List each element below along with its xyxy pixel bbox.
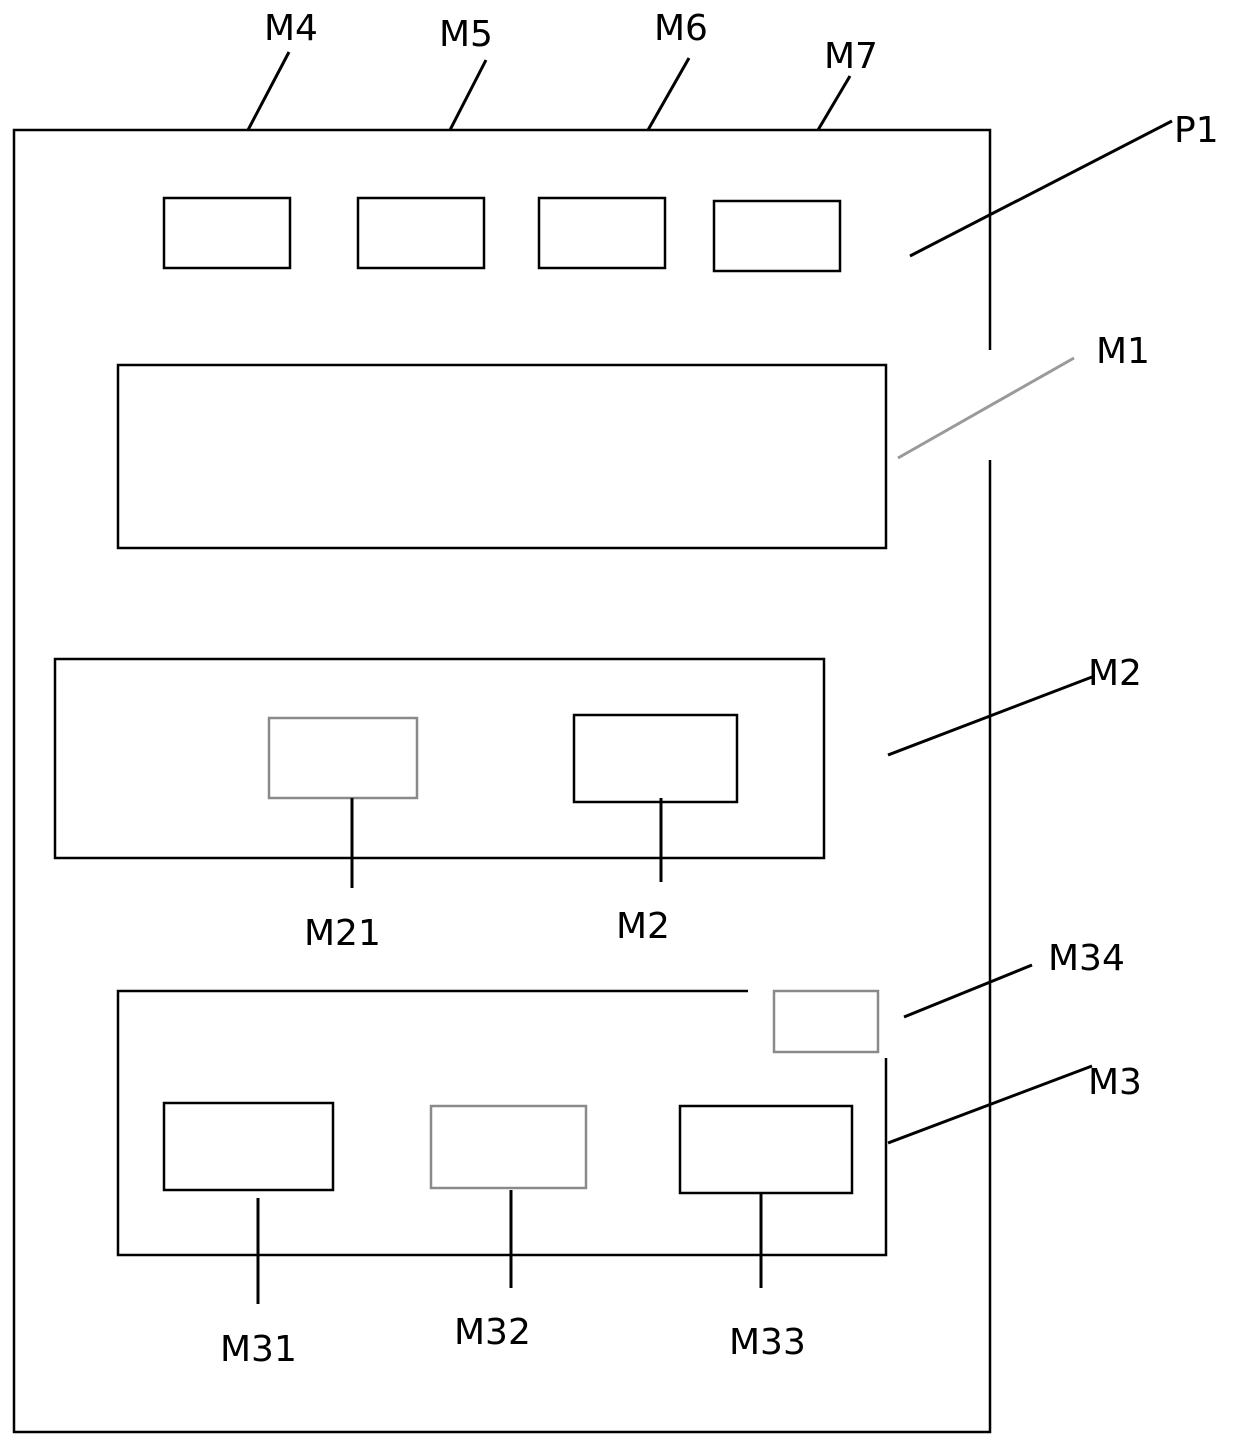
label-m5: M5 bbox=[439, 14, 493, 55]
leader-m2-outer bbox=[887, 675, 1093, 757]
leader-m3 bbox=[887, 1064, 1093, 1145]
label-m2-outer: M2 bbox=[1088, 653, 1142, 694]
module-m7-box bbox=[712, 199, 842, 273]
leader-m4 bbox=[246, 51, 291, 131]
submodule-m34-box bbox=[772, 989, 880, 1054]
panel-p1 bbox=[12, 128, 992, 1434]
leader-m7 bbox=[816, 75, 852, 131]
module-m2-box bbox=[53, 657, 826, 860]
label-m32: M32 bbox=[454, 1312, 531, 1353]
label-m33: M33 bbox=[729, 1322, 806, 1363]
leader-m5 bbox=[448, 59, 488, 131]
module-m1-box bbox=[116, 363, 888, 550]
submodule-m31-box bbox=[162, 1101, 335, 1192]
submodule-m2-box bbox=[572, 713, 739, 804]
label-m2-inner: M2 bbox=[616, 906, 670, 947]
label-m34: M34 bbox=[1048, 938, 1125, 979]
label-m6: M6 bbox=[654, 8, 708, 49]
submodule-m33-box bbox=[678, 1104, 854, 1195]
leader-m34 bbox=[903, 963, 1033, 1019]
module-m5-box bbox=[356, 196, 486, 270]
leader-m1 bbox=[897, 356, 1075, 460]
label-m1: M1 bbox=[1096, 331, 1150, 372]
label-p1: P1 bbox=[1174, 110, 1219, 151]
leader-m6 bbox=[646, 57, 691, 131]
submodule-m21-box bbox=[267, 716, 419, 800]
label-m7: M7 bbox=[824, 36, 878, 77]
submodule-m32-box bbox=[429, 1104, 588, 1190]
module-m4-box bbox=[162, 196, 292, 270]
module-m3-box bbox=[116, 989, 888, 1257]
label-m3: M3 bbox=[1088, 1062, 1142, 1103]
module-m6-box bbox=[537, 196, 667, 270]
label-m4: M4 bbox=[264, 8, 318, 49]
label-m21: M21 bbox=[304, 913, 381, 954]
leader-p1 bbox=[909, 119, 1173, 258]
label-m31: M31 bbox=[220, 1329, 297, 1370]
